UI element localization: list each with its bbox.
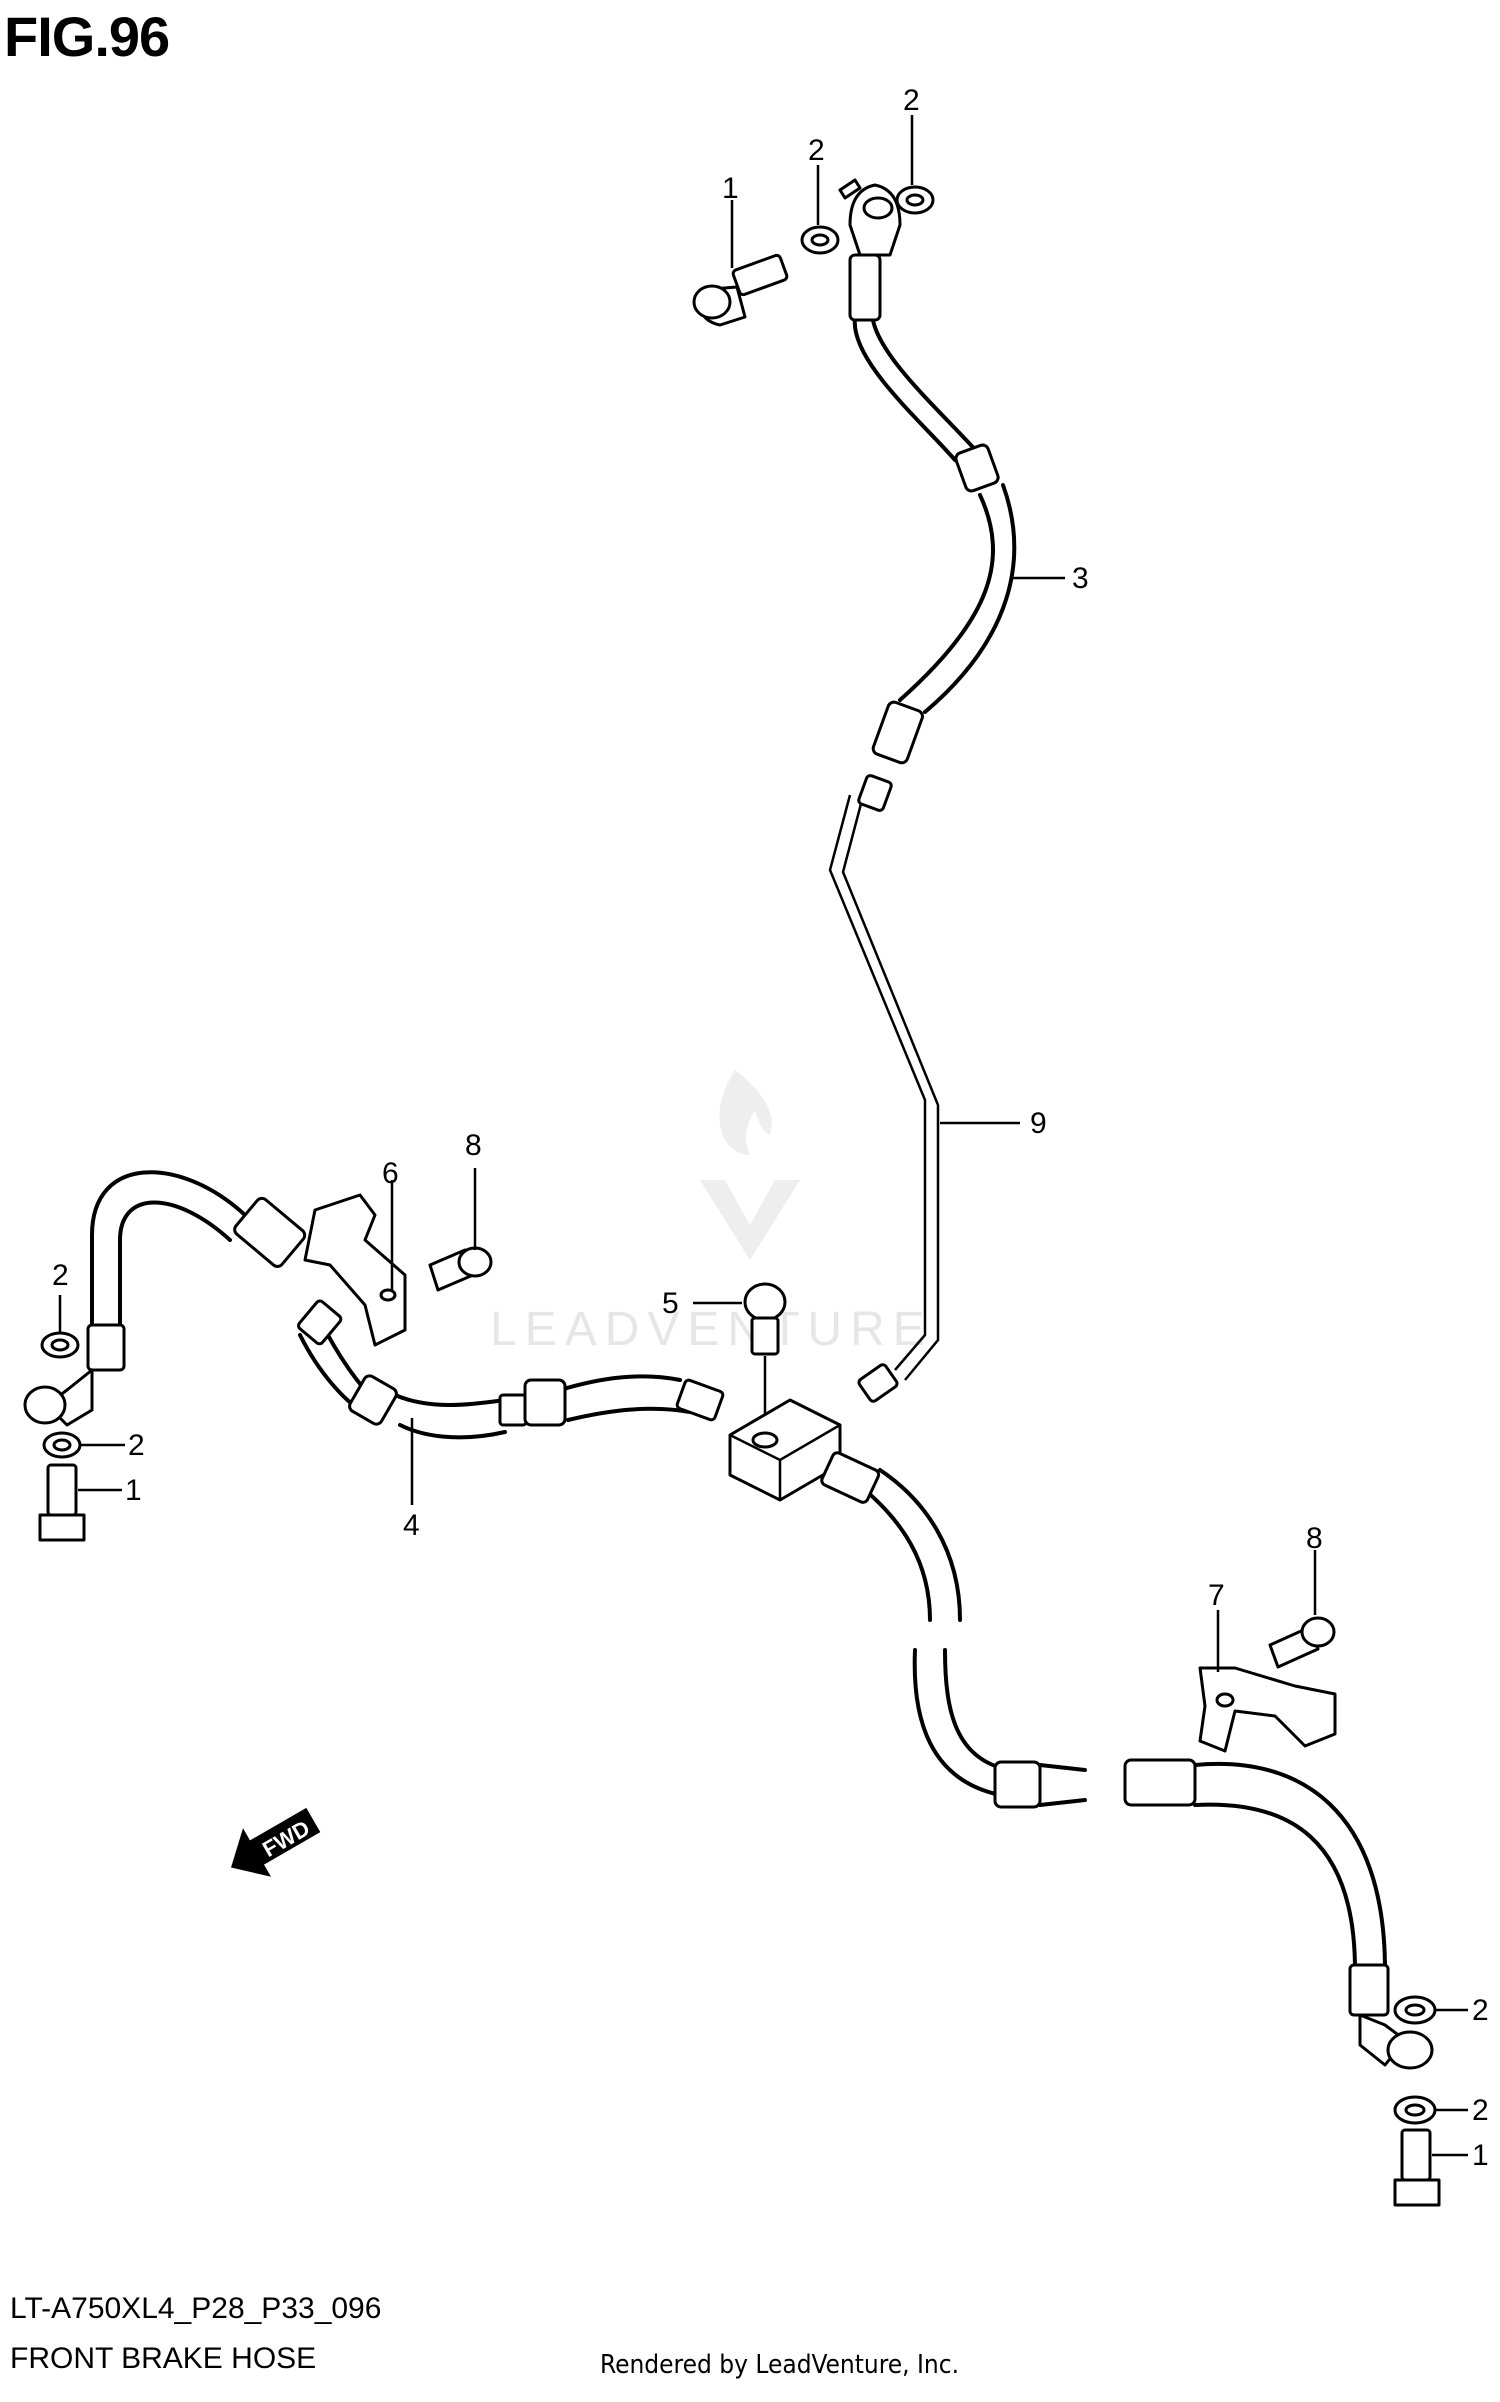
callout-2-left-washer-a: 2: [52, 1259, 69, 1292]
callout-4-hose: 4: [403, 1509, 420, 1542]
callout-5-bolt: 5: [662, 1287, 679, 1320]
watermark-text: LEADVENTURE: [490, 1303, 933, 1356]
callout-1-right-bolt: 1: [1472, 2139, 1489, 2172]
three-way-joint: [728, 1398, 842, 1502]
brake-pipe-9: [828, 774, 940, 1403]
figure-title: FIG.96: [4, 5, 170, 68]
callout-2-left-washer-b: 2: [128, 1429, 145, 1462]
callout-2-top-washer-b: 2: [903, 84, 920, 117]
part-name: FRONT BRAKE HOSE: [10, 2342, 317, 2375]
bracket-7: [1198, 1666, 1337, 1753]
banjo-bolt-right: [1393, 2128, 1441, 2207]
leadventure-watermark: LEADVENTURE: [490, 1070, 933, 1356]
fwd-arrow-icon: FWD: [231, 1807, 321, 1877]
bracket-6: [303, 1193, 407, 1347]
callout-9-pipe: 9: [1030, 1107, 1047, 1140]
bolt-5: [743, 1282, 787, 1415]
callout-2-right-washer-a: 2: [1472, 1994, 1489, 2027]
brake-hose-3: [838, 178, 1017, 765]
bolt-8-right: [1268, 1616, 1336, 1669]
bolt-8-left: [428, 1246, 493, 1292]
callout-8-bolt-left: 8: [465, 1129, 482, 1162]
callout-3-hose: 3: [1072, 562, 1089, 595]
callout-2-right-washer-b: 2: [1472, 2094, 1489, 2127]
brake-hose-right: [820, 1451, 1434, 2070]
brake-hose-4: [23, 1170, 725, 1440]
banjo-bolt-top: [692, 253, 789, 327]
callout-6-bracket: 6: [382, 1157, 399, 1190]
callout-leaders: [58, 115, 1468, 2157]
rendered-by-credit: Rendered by LeadVenture, Inc.: [600, 2350, 960, 2380]
callout-1-top-bolt: 1: [722, 172, 739, 205]
banjo-bolt-left: [38, 1463, 86, 1542]
callout-1-left-bolt: 1: [125, 1474, 142, 1507]
part-code: LT-A750XL4_P28_P33_096: [10, 2292, 382, 2325]
callout-7-bracket: 7: [1208, 1579, 1225, 1612]
callout-8-bolt-right: 8: [1306, 1522, 1323, 1555]
callout-2-top-washer-a: 2: [808, 134, 825, 167]
